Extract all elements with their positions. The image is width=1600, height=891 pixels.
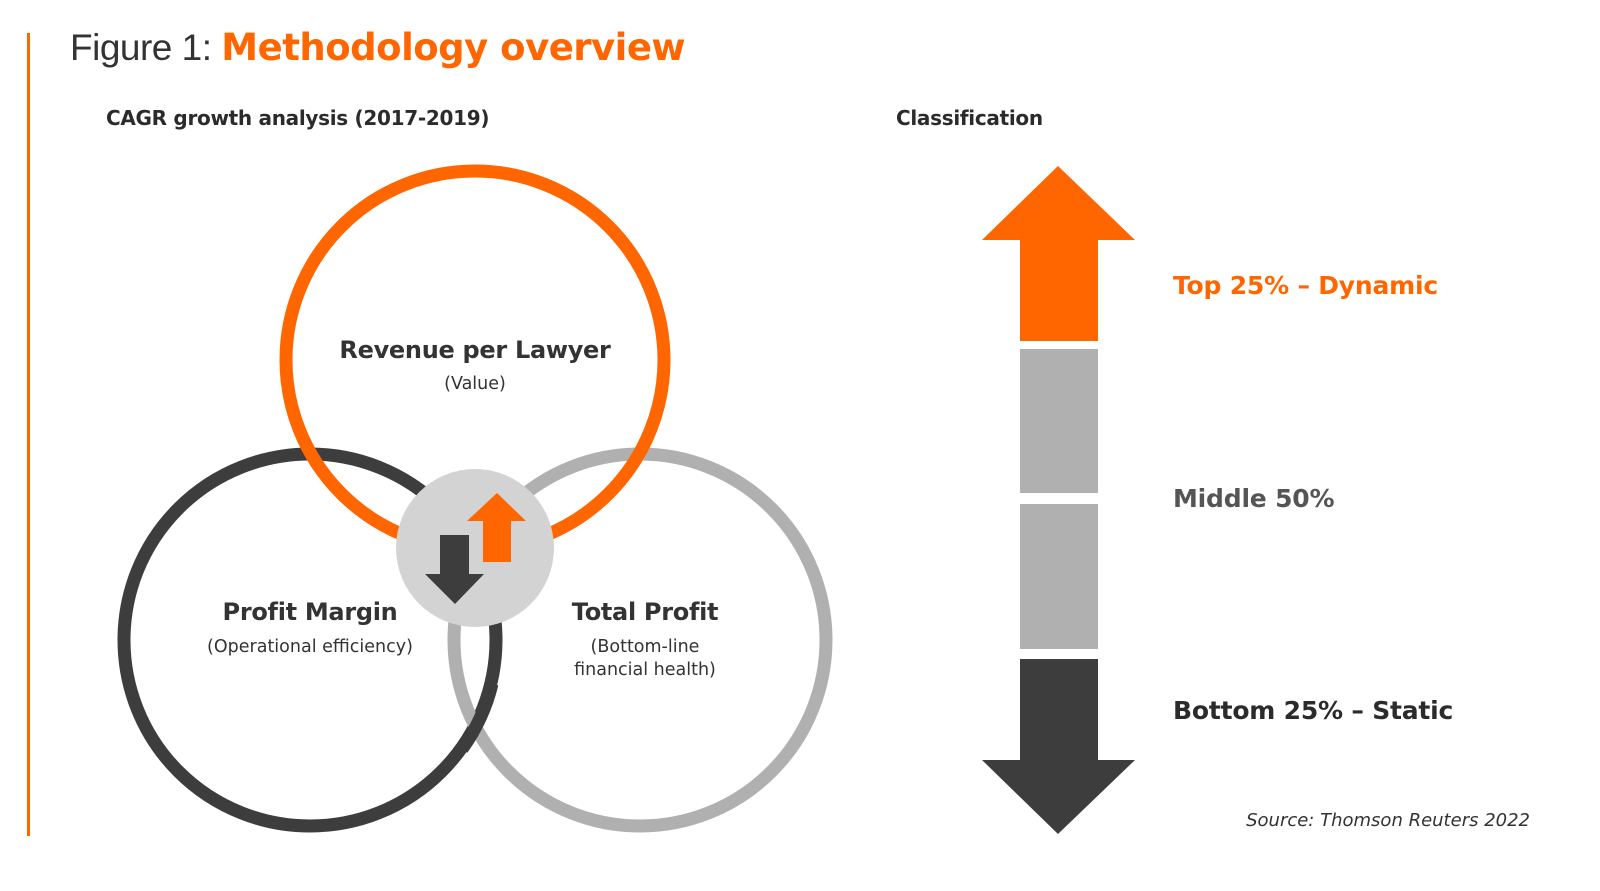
- classification-section-title: Classification: [896, 106, 1043, 130]
- figure-title-main: Methodology overview: [221, 26, 686, 69]
- figure-title: Figure 1: Methodology overview: [70, 24, 686, 72]
- venn-center-disc: [396, 469, 554, 627]
- center-down-arrow: [425, 535, 484, 604]
- center-up-arrow: [467, 493, 526, 562]
- source-note: Source: Thomson Reuters 2022: [1246, 810, 1530, 831]
- venn-weave-segment: [456, 682, 499, 753]
- profit-subtitle: (Bottom-line financial health): [574, 637, 716, 680]
- margin-title: Profit Margin: [222, 598, 398, 626]
- up-down-arrows-icon: [425, 493, 526, 604]
- tier-bottom-arrow: [982, 659, 1135, 834]
- revenue-subtitle: (Value): [444, 374, 506, 394]
- tier-top-arrow: [982, 166, 1135, 341]
- tier-top-label: Top 25% – Dynamic: [1173, 271, 1439, 300]
- margin-subtitle: (Operational efficiency): [207, 637, 413, 657]
- tier-middle-label: Middle 50%: [1173, 484, 1335, 513]
- tier-middle-block-upper: [1020, 349, 1098, 493]
- tier-middle-block-lower: [1020, 504, 1098, 649]
- figure-title-prefix: Figure 1:: [70, 27, 222, 68]
- revenue-title: Revenue per Lawyer: [339, 336, 611, 364]
- accent-bar: [27, 33, 30, 836]
- profit-title: Total Profit: [571, 598, 719, 626]
- venn-section-title: CAGR growth analysis (2017-2019): [106, 106, 490, 130]
- tier-bottom-label: Bottom 25% – Static: [1173, 696, 1454, 725]
